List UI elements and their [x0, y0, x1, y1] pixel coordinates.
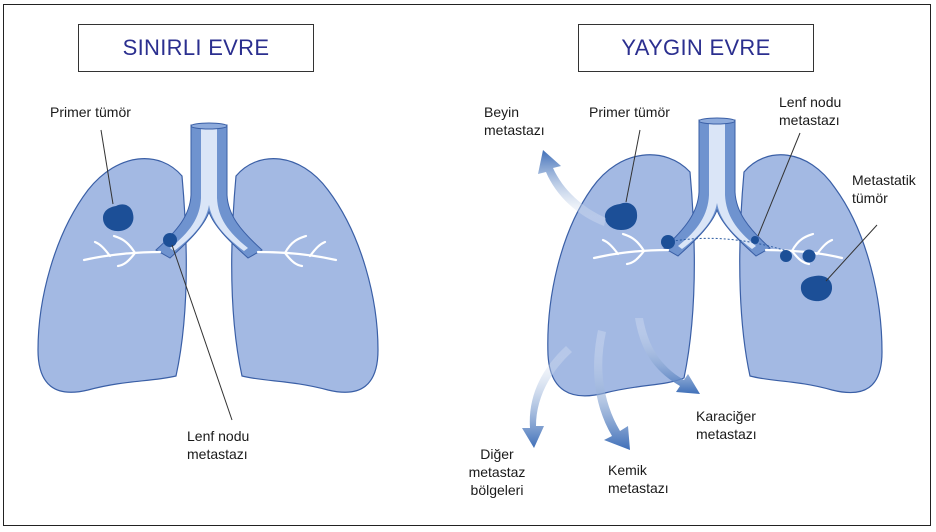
- right-lymph-node-mass-4: [803, 250, 816, 263]
- right-lymph-node-mass-3: [780, 250, 792, 262]
- brain-metastasis-label-line1: Beyin: [484, 104, 519, 121]
- left-lymph-node-label-line2: metastazı: [187, 446, 248, 463]
- left-primary-tumor-label: Primer tümör: [50, 104, 131, 121]
- right-panel-title-text: YAYGIN EVRE: [621, 35, 770, 61]
- right-lymph-node-label-line1: Lenf nodu: [779, 94, 841, 111]
- left-panel-title-text: SINIRLI EVRE: [123, 35, 270, 61]
- left-panel-left-lung: [232, 159, 378, 393]
- right-panel-title: YAYGIN EVRE: [578, 24, 814, 72]
- brain-metastasis-label-line2: metastazı: [484, 122, 545, 139]
- left-panel-title: SINIRLI EVRE: [78, 24, 314, 72]
- left-lymph-node-label-line1: Lenf nodu: [187, 428, 249, 445]
- right-lymph-node-mass-2: [751, 236, 759, 244]
- liver-metastasis-label-line1: Karaciğer: [696, 408, 756, 425]
- right-panel-right-lung: [548, 155, 694, 396]
- other-metastasis-label-line3: bölgeleri: [452, 482, 542, 499]
- right-lymph-node-label-line2: metastazı: [779, 112, 840, 129]
- metastatic-tumor-label-line2: tümör: [852, 190, 888, 207]
- liver-metastasis-label-line2: metastazı: [696, 426, 757, 443]
- left-panel-right-lung: [38, 159, 186, 393]
- bone-metastasis-label-line2: metastazı: [608, 480, 669, 497]
- other-metastasis-label-line1: Diğer: [452, 446, 542, 463]
- metastatic-tumor-label-line1: Metastatik: [852, 172, 916, 189]
- bone-metastasis-label-line1: Kemik: [608, 462, 647, 479]
- right-primary-tumor-label: Primer tümör: [589, 104, 670, 121]
- right-lymph-node-mass-1: [661, 235, 675, 249]
- left-lymph-node-mass: [163, 233, 177, 247]
- other-metastasis-label-line2: metastaz: [452, 464, 542, 481]
